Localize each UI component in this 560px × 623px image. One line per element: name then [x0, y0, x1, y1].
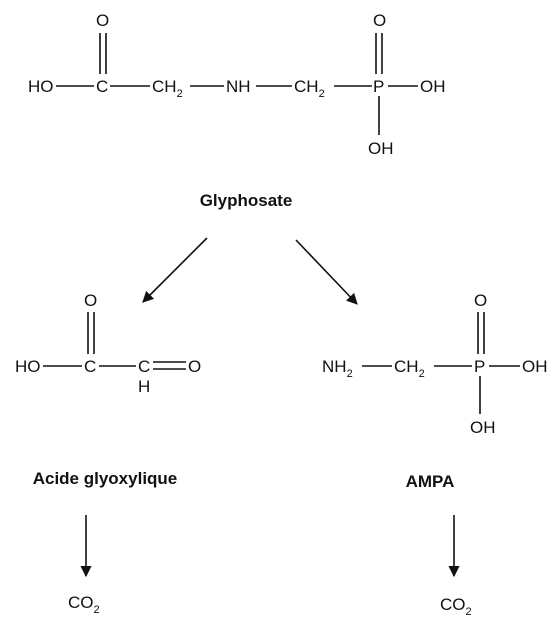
- glyphosate-ch2-a: CH2: [152, 77, 183, 100]
- glyphosate-oh-right: OH: [420, 77, 446, 96]
- glyphosate-label: Glyphosate: [200, 191, 293, 210]
- glyphosate-nh: NH: [226, 77, 251, 96]
- ampa-label: AMPA: [406, 472, 455, 491]
- glyphosate-ch2-b: CH2: [294, 77, 325, 100]
- ampa-oh-down: OH: [470, 418, 496, 437]
- glyoxylic-c2: C: [138, 357, 150, 376]
- glyoxylic-ho: HO: [15, 357, 41, 376]
- ampa-nh2: NH2: [322, 357, 353, 380]
- glyoxylic-c1-o: O: [84, 291, 97, 310]
- glyphosate-p-o: O: [373, 11, 386, 30]
- glyoxylic-h: H: [138, 377, 150, 396]
- glyoxylic-label: Acide glyoxylique: [33, 469, 178, 488]
- ampa-oh-right: OH: [522, 357, 548, 376]
- ampa-p: P: [474, 357, 485, 376]
- glyphosate-c: C: [96, 77, 108, 96]
- ampa-structure: NH2 CH2 P O OH OH: [322, 291, 548, 437]
- glyoxylic-co2: CO2: [68, 593, 100, 616]
- glyphosate-carbonyl-o: O: [96, 11, 109, 30]
- glyoxylic-structure: HO C O C H O: [15, 291, 201, 396]
- arrow-to-ampa: [295, 239, 358, 305]
- glyoxylic-o-end: O: [188, 357, 201, 376]
- glyphosate-structure: HO C O CH2 NH CH2 P O OH OH: [28, 11, 446, 158]
- glyphosate-oh-down: OH: [368, 139, 394, 158]
- glyoxylic-c1: C: [84, 357, 96, 376]
- ampa-p-o: O: [474, 291, 487, 310]
- ampa-ch2: CH2: [394, 357, 425, 380]
- glyphosate-p: P: [373, 77, 384, 96]
- ampa-co2: CO2: [440, 595, 472, 618]
- arrow-to-glyoxylic: [142, 237, 208, 303]
- glyphosate-ho: HO: [28, 77, 54, 96]
